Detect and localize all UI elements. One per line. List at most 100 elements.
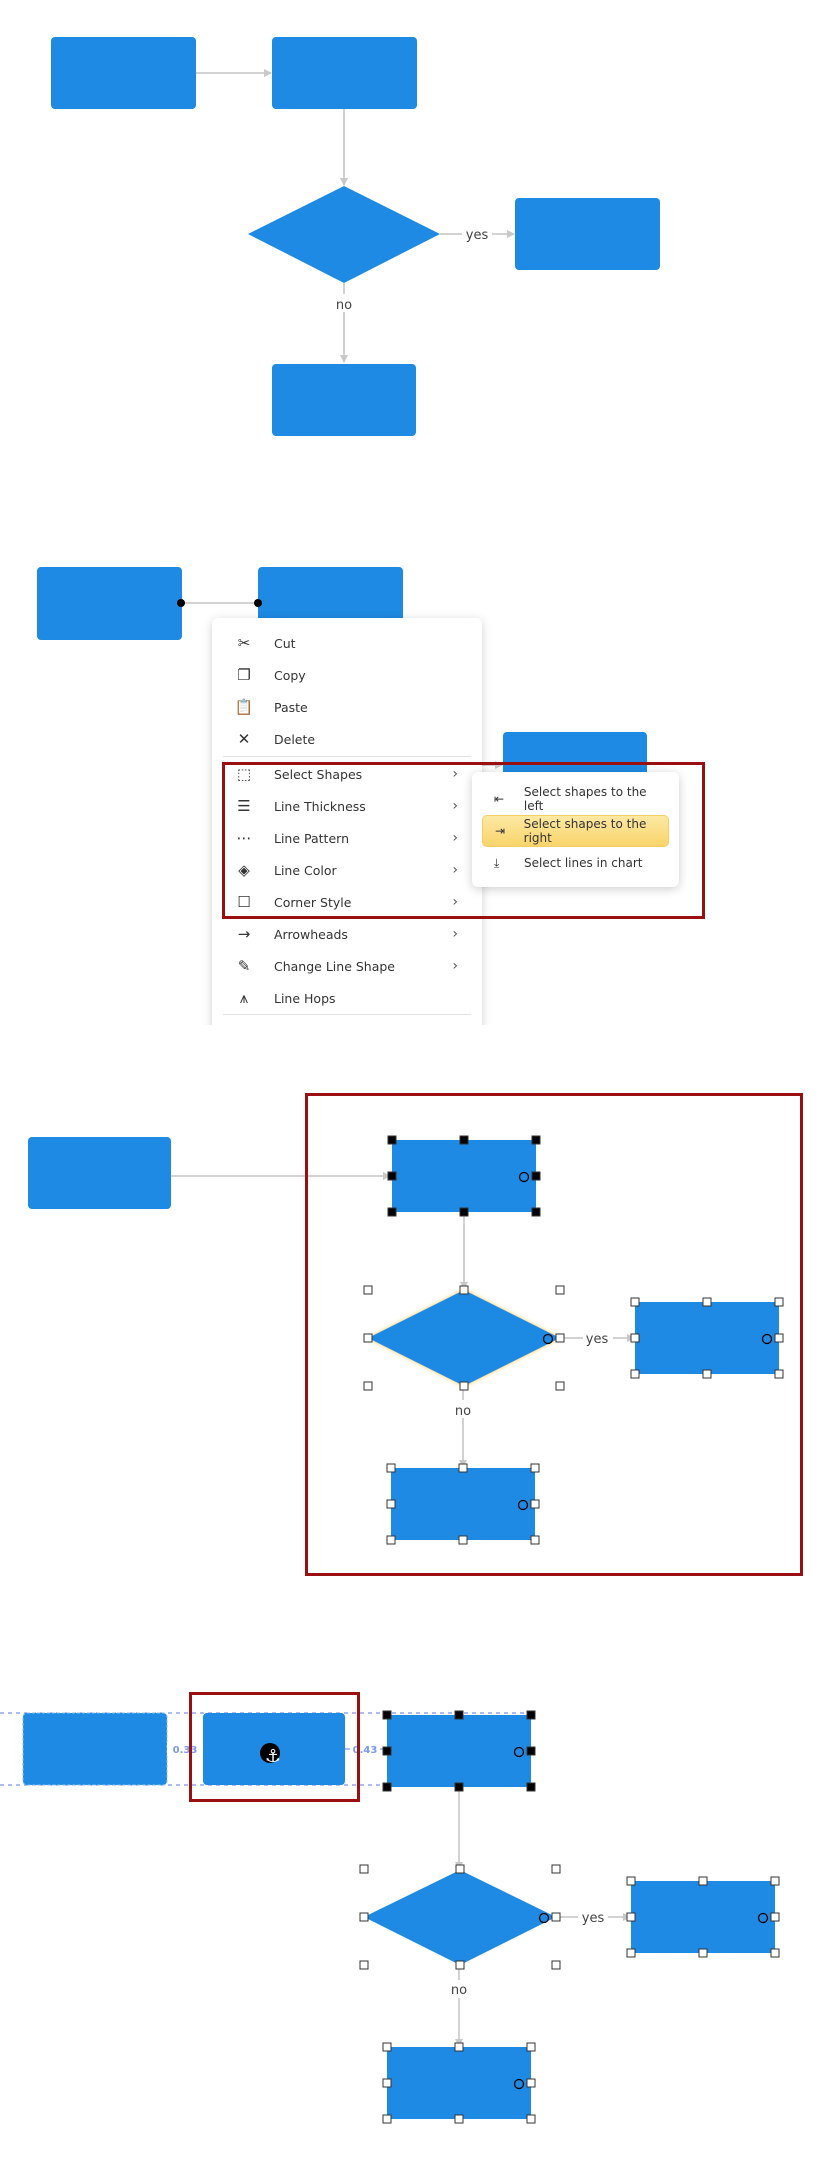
- resize-handle[interactable]: [386, 1535, 396, 1545]
- resize-handle[interactable]: [359, 1960, 369, 1970]
- resize-handle[interactable]: [458, 1535, 468, 1545]
- menu-item-line-color[interactable]: ◈Line Color›: [212, 854, 482, 886]
- resize-handle[interactable]: [458, 1463, 468, 1473]
- resize-handle[interactable]: [770, 1948, 780, 1958]
- menu-item-paste[interactable]: 📋Paste: [212, 691, 482, 723]
- process-shape-selected[interactable]: [387, 2047, 531, 2119]
- resize-handle[interactable]: [526, 1746, 536, 1756]
- resize-handle[interactable]: [530, 1463, 540, 1473]
- process-shape[interactable]: [28, 1137, 171, 1209]
- resize-handle[interactable]: [363, 1333, 373, 1343]
- connection-point[interactable]: [761, 1333, 773, 1345]
- process-shape[interactable]: [37, 567, 182, 640]
- resize-handle[interactable]: [530, 1499, 540, 1509]
- resize-handle[interactable]: [626, 1876, 636, 1886]
- resize-handle[interactable]: [526, 2078, 536, 2088]
- resize-handle[interactable]: [526, 2042, 536, 2052]
- menu-item-copy[interactable]: ❐Copy: [212, 659, 482, 691]
- process-shape[interactable]: [272, 364, 416, 436]
- resize-handle[interactable]: [774, 1333, 784, 1343]
- process-shape[interactable]: [272, 37, 417, 109]
- resize-handle[interactable]: [526, 2114, 536, 2124]
- resize-handle[interactable]: [551, 1912, 561, 1922]
- resize-handle[interactable]: [531, 1135, 541, 1145]
- resize-handle[interactable]: [455, 1960, 465, 1970]
- resize-handle[interactable]: [363, 1285, 373, 1295]
- menu-item-line-pattern[interactable]: ⋯Line Pattern›: [212, 822, 482, 854]
- process-shape-selected[interactable]: [635, 1302, 779, 1374]
- submenu-item-select-lines[interactable]: ⤓Select lines in chart: [482, 847, 669, 879]
- resize-handle[interactable]: [555, 1381, 565, 1391]
- resize-handle[interactable]: [454, 1710, 464, 1720]
- resize-handle[interactable]: [459, 1381, 469, 1391]
- resize-handle[interactable]: [387, 1207, 397, 1217]
- resize-handle[interactable]: [555, 1333, 565, 1343]
- menu-item-line-thickness[interactable]: ☰Line Thickness›: [212, 790, 482, 822]
- resize-handle[interactable]: [386, 1499, 396, 1509]
- resize-handle[interactable]: [630, 1369, 640, 1379]
- resize-handle[interactable]: [774, 1297, 784, 1307]
- connection-point[interactable]: [538, 1912, 550, 1924]
- resize-handle[interactable]: [359, 1912, 369, 1922]
- process-shape[interactable]: [22, 1712, 168, 1786]
- connection-point[interactable]: [757, 1912, 769, 1924]
- resize-handle[interactable]: [382, 1782, 392, 1792]
- decision-shape-selected[interactable]: [364, 1870, 556, 1965]
- resize-handle[interactable]: [387, 1135, 397, 1145]
- connection-point[interactable]: [542, 1333, 554, 1345]
- resize-handle[interactable]: [382, 1710, 392, 1720]
- resize-handle[interactable]: [770, 1876, 780, 1886]
- resize-handle[interactable]: [702, 1297, 712, 1307]
- resize-handle[interactable]: [770, 1912, 780, 1922]
- resize-handle[interactable]: [551, 1864, 561, 1874]
- selection-handles[interactable]: [363, 1135, 784, 1545]
- resize-handle[interactable]: [363, 1381, 373, 1391]
- submenu-item-select-left[interactable]: ⇤Select shapes to the left: [482, 783, 669, 815]
- resize-handle[interactable]: [774, 1369, 784, 1379]
- menu-item-delete[interactable]: ✕Delete: [212, 723, 482, 755]
- resize-handle[interactable]: [531, 1171, 541, 1181]
- selection-handles[interactable]: [359, 1710, 780, 2124]
- process-shape-selected[interactable]: [631, 1881, 775, 1953]
- connection-point[interactable]: [518, 1171, 530, 1183]
- resize-handle[interactable]: [698, 1876, 708, 1886]
- menu-item-arrowheads[interactable]: →Arrowheads›: [212, 918, 482, 950]
- connector-endpoint[interactable]: [177, 599, 185, 607]
- resize-handle[interactable]: [698, 1948, 708, 1958]
- resize-handle[interactable]: [454, 2042, 464, 2052]
- resize-handle[interactable]: [531, 1207, 541, 1217]
- decision-shape-selected[interactable]: [368, 1290, 560, 1386]
- resize-handle[interactable]: [551, 1960, 561, 1970]
- resize-handle[interactable]: [455, 1864, 465, 1874]
- resize-handle[interactable]: [459, 1135, 469, 1145]
- menu-item-add-hyperlink[interactable]: 🔗Add Hyperlink: [212, 1018, 482, 1025]
- process-shape-selected[interactable]: [392, 1140, 536, 1212]
- resize-handle[interactable]: [382, 2042, 392, 2052]
- menu-item-line-hops[interactable]: ⩚Line Hops: [212, 982, 482, 1014]
- menu-item-select-shapes[interactable]: ⬚Select Shapes›: [212, 758, 482, 790]
- resize-handle[interactable]: [630, 1297, 640, 1307]
- connection-point[interactable]: [513, 1746, 525, 1758]
- resize-handle[interactable]: [526, 1710, 536, 1720]
- resize-handle[interactable]: [459, 1207, 469, 1217]
- resize-handle[interactable]: [630, 1333, 640, 1343]
- resize-handle[interactable]: [454, 2114, 464, 2124]
- resize-handle[interactable]: [382, 1746, 392, 1756]
- resize-handle[interactable]: [359, 1864, 369, 1874]
- submenu-item-select-right[interactable]: ⇥Select shapes to the right: [482, 815, 669, 847]
- resize-handle[interactable]: [526, 1782, 536, 1792]
- resize-handle[interactable]: [459, 1285, 469, 1295]
- decision-shape[interactable]: [248, 186, 440, 283]
- resize-handle[interactable]: [626, 1948, 636, 1958]
- menu-item-corner-style[interactable]: ☐Corner Style›: [212, 886, 482, 918]
- resize-handle[interactable]: [382, 2078, 392, 2088]
- resize-handle[interactable]: [555, 1285, 565, 1295]
- resize-handle[interactable]: [626, 1912, 636, 1922]
- connector-endpoint[interactable]: [254, 599, 262, 607]
- process-shape-selected[interactable]: [387, 1715, 531, 1787]
- menu-item-cut[interactable]: ✂Cut: [212, 627, 482, 659]
- menu-item-change-line-shape[interactable]: ✎Change Line Shape›: [212, 950, 482, 982]
- resize-handle[interactable]: [702, 1369, 712, 1379]
- resize-handle[interactable]: [530, 1535, 540, 1545]
